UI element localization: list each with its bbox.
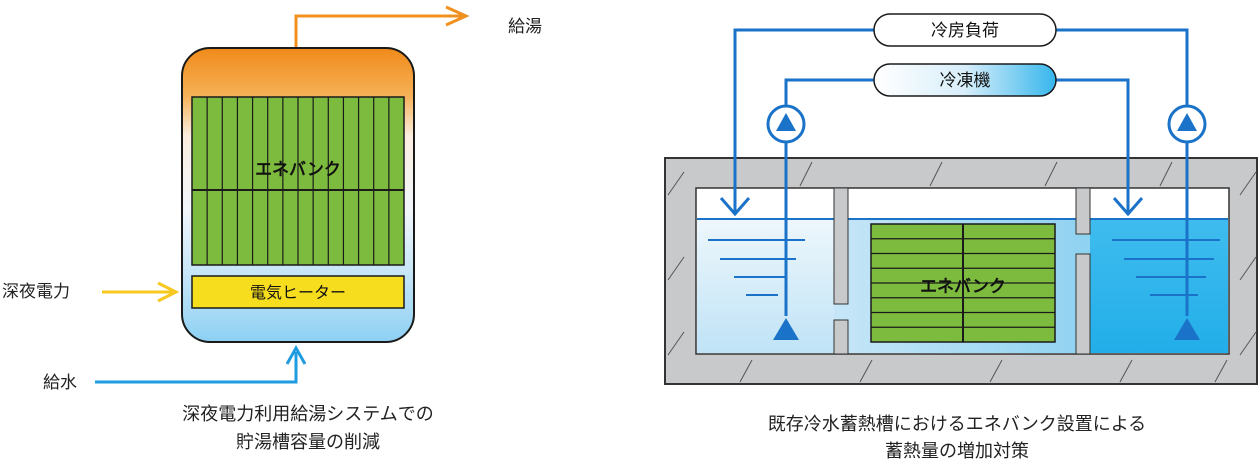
partition-right-lower (1075, 253, 1091, 355)
level-lines-left (708, 239, 805, 296)
cold-water-zone (1090, 219, 1228, 353)
chiller-box (873, 63, 1057, 97)
pump-right-icon (1167, 104, 1207, 144)
arrow-right-icon (445, 5, 470, 27)
left-caption-line2: 貯湯槽容量の削減 (236, 432, 380, 453)
warm-water-zone (697, 219, 834, 353)
arrow-right-icon (157, 281, 180, 303)
hot-water-out-pipe (294, 5, 470, 48)
chilled-water-storage-system: エネバンク (664, 13, 1258, 462)
hot-water-out-label: 給湯 (508, 17, 542, 37)
arrow-down-icon (1112, 197, 1144, 217)
chiller-loop (784, 78, 1130, 316)
night-power-label: 深夜電力 (2, 282, 70, 302)
cooling-load-loop (733, 28, 1189, 316)
energy-bank-label-right: エネバンク (920, 277, 1006, 297)
heater-label: 電気ヒーター (250, 283, 346, 302)
intake-triangle-icon (773, 318, 799, 340)
water-supply-label: 給水 (43, 373, 77, 393)
cooling-load-box (873, 13, 1057, 47)
cooling-load-label: 冷房負荷 (931, 21, 999, 41)
partition-right-upper (1075, 187, 1091, 235)
water-heater-system: 給湯 エネバンク 電気ヒーター 深夜電力 給水 深夜電力利用給湯システムでの 貯… (2, 5, 542, 453)
partition-left-upper (833, 187, 849, 305)
right-caption-line1: 既存冷水蓄熱槽におけるエネバンク設置による (768, 414, 1146, 435)
left-caption-line1: 深夜電力利用給湯システムでの (182, 404, 433, 425)
energy-bank-module (191, 96, 405, 266)
pump-left-icon (766, 104, 806, 144)
arrow-up-icon (285, 344, 307, 365)
partition-left-lower (833, 319, 849, 355)
level-lines-right (1112, 239, 1220, 296)
energy-bank-stack (870, 223, 1056, 343)
intake-triangle-icon (1174, 318, 1200, 340)
electric-heater (191, 275, 405, 309)
chiller-label: 冷凍機 (940, 71, 991, 91)
night-power-arrow (102, 281, 180, 303)
right-caption-line2: 蓄熱量の増加対策 (885, 441, 1029, 462)
energy-bank-label: エネバンク (255, 160, 341, 180)
arrow-down-icon (719, 197, 751, 217)
water-supply-pipe (95, 344, 307, 384)
